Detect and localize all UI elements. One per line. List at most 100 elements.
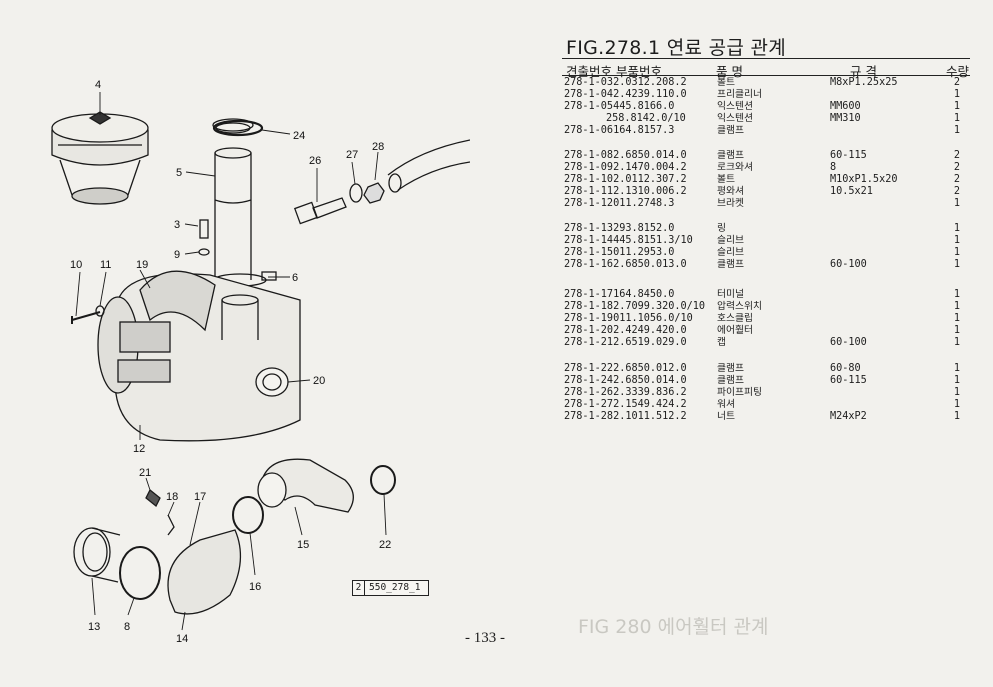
callout-10: 10	[70, 259, 82, 271]
part-name: 호스클립	[717, 313, 754, 324]
pipe-fitting-part	[293, 139, 470, 225]
part-number: 278-1-242.6850.014.0	[564, 375, 687, 386]
part-qty: 1	[953, 235, 960, 246]
part-qty: 2	[953, 162, 960, 173]
parts-row: 278-1-14445.8151.3/10 슬리브 1	[564, 235, 972, 247]
part-spec: 60-80	[830, 363, 861, 374]
part-name: 슬리브	[717, 247, 745, 258]
part-qty: 1	[953, 247, 960, 258]
part-name: 익스텐션	[717, 101, 754, 112]
callout-16: 16	[249, 581, 261, 593]
part-number: 258.8142.0/10	[606, 113, 686, 124]
parts-row: 278-1-15011.2953.0 슬리브 1	[564, 247, 972, 259]
parts-row: 278-1-182.7099.320.0/10 압력스위치 1	[564, 301, 972, 313]
part-qty: 1	[953, 375, 960, 386]
part-number: 278-1-082.6850.014.0	[564, 150, 687, 161]
callout-27: 27	[346, 149, 358, 161]
part-name: 슬리브	[717, 235, 745, 246]
part-qty: 1	[953, 411, 960, 422]
parts-row: 278-1-19011.1056.0/10 호스클립 1	[564, 313, 972, 325]
part-number: 278-1-272.1549.424.2	[564, 399, 687, 410]
part-name: 파이프피팅	[717, 387, 763, 398]
part-number: 278-1-092.1470.004.2	[564, 162, 687, 173]
part-qty: 1	[953, 125, 960, 136]
part-number: 278-1-212.6519.029.0	[564, 337, 687, 348]
parts-row: 278-1-092.1470.004.2 로크와셔 8 2	[564, 162, 972, 174]
ref-box-code: 550_278_1	[369, 582, 421, 593]
part-spec: M24xP2	[830, 411, 867, 422]
part-number: 278-1-13293.8152.0	[564, 223, 675, 234]
part-spec: 10.5x21	[830, 186, 873, 197]
callout-28: 28	[372, 141, 384, 153]
part-number: 278-1-19011.1056.0/10	[564, 313, 693, 324]
part-qty: 1	[953, 101, 960, 112]
callout-3: 3	[174, 219, 180, 231]
part-name: 클램프	[717, 150, 745, 161]
part-name: 워셔	[717, 399, 736, 410]
part-name: 프리클리너	[717, 89, 763, 100]
part-qty: 1	[953, 198, 960, 209]
part-spec: 60-115	[830, 375, 867, 386]
extension-tube-part	[212, 118, 277, 287]
part-qty: 1	[953, 301, 960, 312]
part-name: 너트	[717, 411, 736, 422]
part-number: 278-1-06164.8157.3	[564, 125, 675, 136]
part-qty: 1	[953, 313, 960, 324]
part-qty: 1	[953, 399, 960, 410]
part-number: 278-1-202.4249.420.0	[564, 325, 687, 336]
part-name: 익스텐션	[717, 113, 754, 124]
callout-14: 14	[176, 633, 188, 645]
air-filter-housing	[97, 270, 301, 442]
title-rule-header	[562, 75, 970, 76]
callout-4: 4	[95, 79, 101, 91]
part-name: 클램프	[717, 375, 745, 386]
pre-cleaner-part	[51, 111, 149, 205]
callout-24: 24	[293, 130, 305, 142]
figure-title: FIG.278.1 연료 공급 관계	[566, 37, 787, 59]
part-number: 278-1-042.4239.110.0	[564, 89, 687, 100]
part-name: 볼트	[717, 77, 736, 88]
callout-20: 20	[313, 375, 325, 387]
part-name: 로크와셔	[717, 162, 754, 173]
callout-8: 8	[124, 621, 130, 633]
callout-21: 21	[139, 467, 151, 479]
part-qty: 1	[953, 363, 960, 374]
part-number: 278-1-112.1310.006.2	[564, 186, 687, 197]
callout-22: 22	[379, 539, 391, 551]
part-spec: 60-115	[830, 150, 867, 161]
part-spec: MM600	[830, 101, 861, 112]
part-name: 압력스위치	[717, 301, 763, 312]
part-spec: 8	[830, 162, 837, 173]
part-qty: 1	[953, 289, 960, 300]
part-name: 볼트	[717, 174, 736, 185]
part-qty: 2	[953, 77, 960, 88]
part-name: 평와셔	[717, 186, 745, 197]
ref-box-number: 2	[353, 581, 365, 595]
part-number: 278-1-15011.2953.0	[564, 247, 675, 258]
part-name: 에어훨터	[717, 325, 754, 336]
part-spec: 60-100	[830, 259, 867, 270]
part-number: 278-1-162.6850.013.0	[564, 259, 687, 270]
part-name: 터미널	[717, 289, 745, 300]
page-number: - 133 -	[465, 630, 505, 646]
part-number: 278-1-14445.8151.3/10	[564, 235, 693, 246]
callout-5: 5	[176, 167, 182, 179]
part-number: 278-1-182.7099.320.0/10	[564, 301, 706, 312]
part-spec: M10xP1.5x20	[830, 174, 898, 185]
part-spec: MM310	[830, 113, 861, 124]
part-qty: 1	[953, 223, 960, 234]
part-number: 278-1-222.6850.012.0	[564, 363, 687, 374]
